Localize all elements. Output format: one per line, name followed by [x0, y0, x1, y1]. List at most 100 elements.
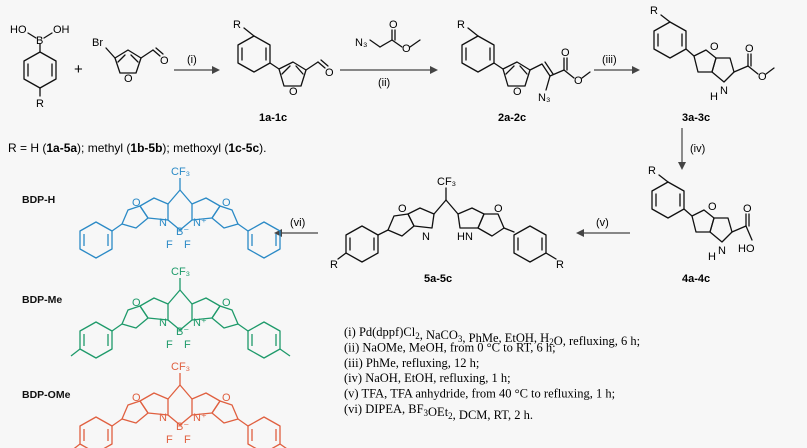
compound-label-3a-3c: 3a-3c [682, 112, 710, 124]
atom-R: R [233, 19, 241, 31]
atom-O: O [513, 86, 522, 98]
atom-R: R [556, 259, 564, 271]
boronic-acid [23, 32, 57, 97]
atom-O: O [222, 197, 231, 209]
reaction-arrow-iii [594, 66, 640, 74]
atom-R: R [648, 165, 656, 177]
atom-O: O [132, 392, 141, 404]
atom-O: O [402, 43, 411, 55]
atom-N: N [159, 317, 167, 329]
atom-H: H [708, 251, 716, 263]
atom-N-plus: N⁺ [193, 317, 207, 329]
atom-F: F [184, 239, 191, 251]
condition-line: (iv) NaOH, EtOH, refluxing, 1 h; [344, 371, 511, 385]
compound-label-4a-4c: 4a-4c [682, 273, 710, 285]
compound-2 [461, 27, 591, 91]
step-label-iii: (iii) [602, 54, 617, 66]
atom-O: O [574, 75, 583, 87]
plus-sign: + [74, 61, 83, 78]
atom-O: O [745, 43, 754, 55]
note-prefix: R = H ( [8, 141, 46, 155]
atom-N: N [422, 231, 430, 243]
atom-O: O [289, 86, 298, 98]
bromofurfural [105, 47, 164, 74]
atom-O: O [708, 201, 717, 213]
atom-N: N [159, 412, 167, 424]
note-mid1: ); methyl ( [77, 141, 130, 155]
note-a: 1a-5a [46, 141, 77, 155]
atom-N-plus: N⁺ [193, 412, 207, 424]
atom-F: F [184, 434, 191, 446]
atom-R: R [330, 259, 338, 271]
atom-O: O [758, 71, 767, 83]
compound-label-1a-1c: 1a-1c [259, 112, 287, 124]
product-name: BDP-OMe [22, 389, 71, 401]
compound-label-2a-2c: 2a-2c [498, 112, 526, 124]
atom-CF3: CF₃ [171, 166, 190, 178]
atom-F: F [166, 339, 173, 351]
compound-5 [337, 187, 557, 263]
product-name: BDP-Me [22, 294, 62, 306]
reaction-arrow-v [576, 229, 630, 237]
atom-O: O [710, 41, 719, 53]
atom-N3: N₃ [355, 37, 367, 49]
atom-F: F [184, 339, 191, 351]
note-c: 1c-5c [228, 141, 259, 155]
atom-O: O [132, 297, 141, 309]
reaction-arrow-ii [340, 66, 438, 74]
atom-O: O [160, 55, 169, 67]
atom-HN: HN [457, 231, 473, 243]
atom-B: B [36, 35, 43, 47]
condition-line: (v) TFA, TFA anhydride, from 40 °C to re… [344, 387, 615, 401]
atom-N-plus: N⁺ [193, 217, 207, 229]
atom-CF3: CF₃ [171, 361, 190, 373]
step-label-i: (i) [187, 54, 197, 66]
atom-Br: Br [92, 37, 103, 49]
atom-O: O [124, 73, 133, 85]
step-label-vi: (vi) [290, 217, 305, 229]
atom-F: F [166, 239, 173, 251]
atom-B: B⁻ [176, 421, 189, 433]
atom-O: O [494, 203, 503, 215]
atom-HO: HO [10, 24, 27, 36]
atom-CF3: CF₃ [171, 266, 190, 278]
condition-line: (vi) DIPEA, BF3OEt2, DCM, RT, 2 h. [344, 402, 533, 422]
condition-line: (i) Pd(dppf)Cl2, NaCO3, PhMe, EtOH, H2O,… [344, 325, 640, 348]
atom-N: N [159, 217, 167, 229]
note-b: 1b-5b [130, 141, 162, 155]
compound-4 [651, 174, 753, 243]
atom-OH: HO [738, 243, 755, 255]
atom-O: O [389, 19, 398, 31]
step-label-v: (v) [596, 217, 609, 229]
reaction-arrow-i [174, 66, 220, 74]
atom-F: F [166, 434, 173, 446]
compound-1 [237, 27, 329, 87]
condition-line: (ii) NaOMe, MeOH, from 0 °C to RT, 6 h; [344, 340, 556, 354]
reaction-conditions: (i) Pd(dppf)Cl2, NaCO3, PhMe, EtOH, H2O,… [344, 325, 640, 422]
atom-O: O [743, 203, 752, 215]
condition-line: (iii) PhMe, refluxing, 12 h; [344, 356, 479, 370]
atom-O: O [222, 392, 231, 404]
atom-R: R [457, 19, 465, 31]
methyl-azidoacetate [369, 29, 421, 48]
compound-3 [653, 14, 775, 83]
atom-O: O [132, 197, 141, 209]
note-suffix: ). [259, 141, 266, 155]
atom-H: H [710, 91, 718, 103]
step-label-ii: (ii) [378, 77, 390, 89]
atom-N3: N₃ [538, 92, 550, 104]
atom-R: R [650, 5, 658, 17]
reaction-arrow-iv [678, 128, 686, 170]
atom-O: O [325, 67, 334, 79]
atom-R: R [36, 98, 44, 110]
step-label-iv: (iv) [690, 143, 705, 155]
atom-O: O [398, 203, 407, 215]
atom-NH: N [718, 245, 726, 257]
atom-OH: OH [53, 24, 70, 36]
compound-label-5a-5c: 5a-5c [424, 273, 452, 285]
substituent-note: R = H (1a-5a); methyl (1b-5b); methoxyl … [8, 141, 266, 155]
